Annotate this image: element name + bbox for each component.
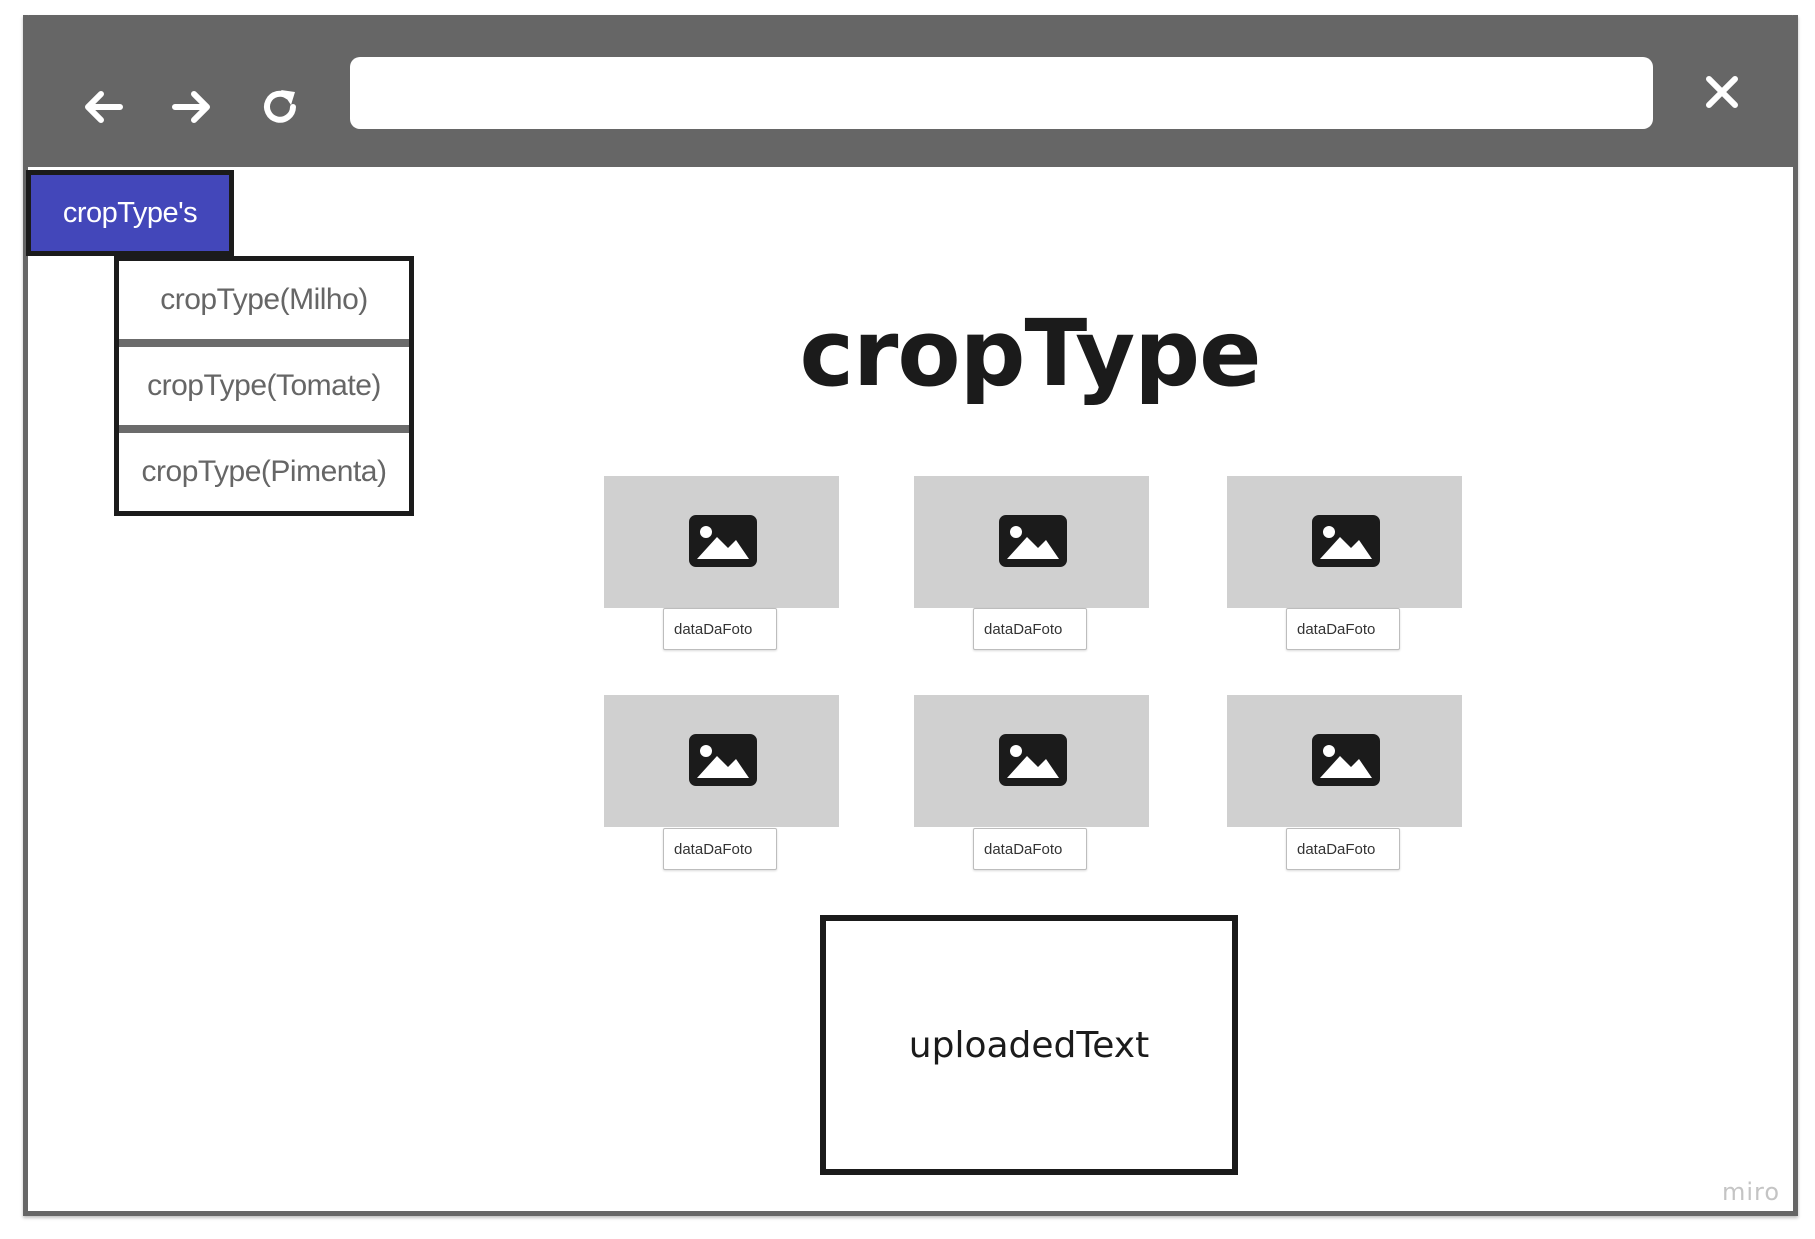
crop-types-dropdown: cropType(Milho) cropType(Tomate) cropTyp… xyxy=(114,256,414,516)
miro-watermark: miro xyxy=(1722,1178,1781,1206)
image-icon xyxy=(689,734,757,786)
image-icon xyxy=(999,734,1067,786)
crop-types-menu-button[interactable]: cropType's xyxy=(26,170,234,256)
reload-icon xyxy=(264,90,296,123)
image-icon xyxy=(689,515,757,567)
photo-thumbnail[interactable] xyxy=(1227,476,1462,608)
photo-thumbnail[interactable] xyxy=(604,476,839,608)
close-button[interactable] xyxy=(1701,71,1743,113)
photo-thumbnail[interactable] xyxy=(1227,695,1462,827)
image-icon xyxy=(1312,515,1380,567)
photo-thumbnail[interactable] xyxy=(914,695,1149,827)
address-bar[interactable] xyxy=(350,57,1653,129)
back-button[interactable] xyxy=(80,84,126,130)
dropdown-item-tomate[interactable]: cropType(Tomate) xyxy=(119,347,409,425)
photo-date-label: dataDaFoto xyxy=(663,608,777,650)
photo-date-label: dataDaFoto xyxy=(1286,608,1400,650)
photo-date-label: dataDaFoto xyxy=(973,828,1087,870)
photo-date-label: dataDaFoto xyxy=(663,828,777,870)
dropdown-item-milho[interactable]: cropType(Milho) xyxy=(119,261,409,339)
arrow-right-icon xyxy=(172,91,210,123)
arrow-left-icon xyxy=(85,91,123,123)
photo-thumbnail[interactable] xyxy=(914,476,1149,608)
photo-date-label: dataDaFoto xyxy=(973,608,1087,650)
page-title: cropType xyxy=(799,300,1261,407)
close-icon xyxy=(1706,76,1738,108)
forward-button[interactable] xyxy=(169,84,215,130)
photo-thumbnail[interactable] xyxy=(604,695,839,827)
dropdown-item-pimenta[interactable]: cropType(Pimenta) xyxy=(119,433,409,511)
image-icon xyxy=(999,515,1067,567)
reload-button[interactable] xyxy=(257,84,303,130)
uploaded-text-box: uploadedText xyxy=(820,915,1238,1175)
image-icon xyxy=(1312,734,1380,786)
photo-date-label: dataDaFoto xyxy=(1286,828,1400,870)
